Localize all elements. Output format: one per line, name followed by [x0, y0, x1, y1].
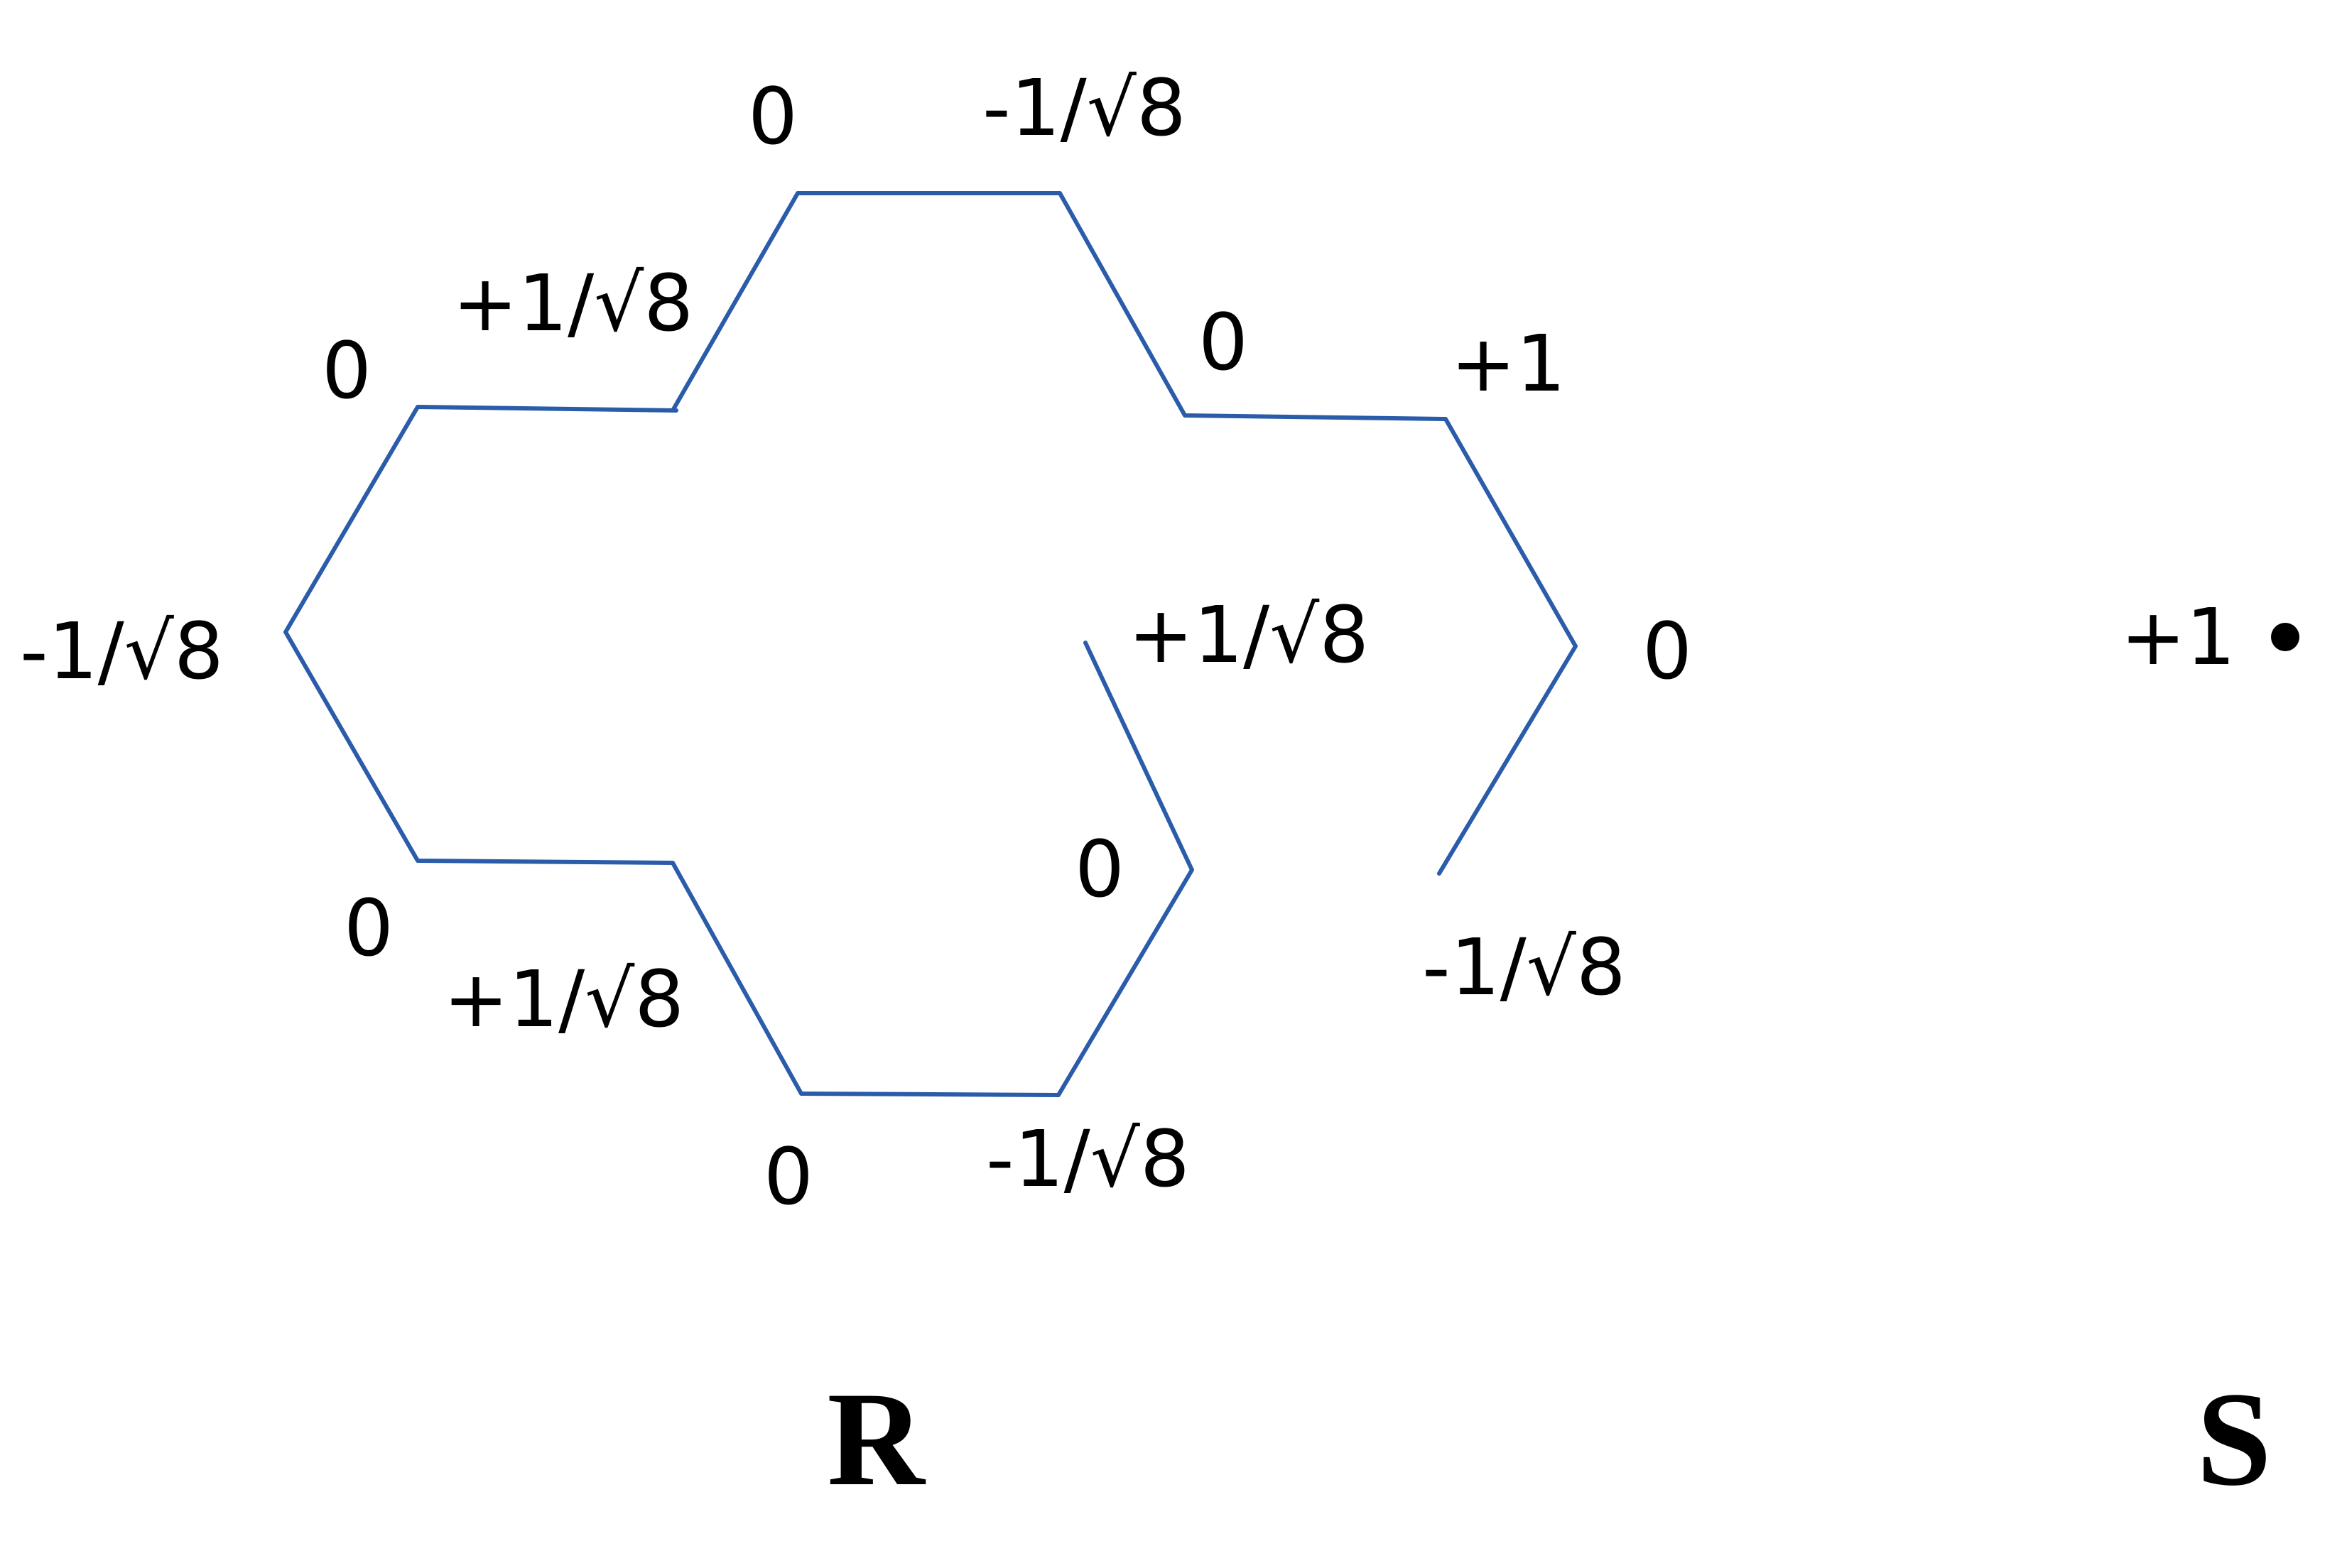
molecule-r-label: R: [827, 1365, 926, 1514]
coef-upper-right-join: 0: [1198, 297, 1248, 388]
coef-s: +1: [2120, 592, 2235, 682]
molecule-r-skeleton: [283, 191, 1578, 1097]
molecule-s-atom: [2271, 623, 2299, 651]
coef-lower-left-ring-bottom: 0: [344, 883, 394, 974]
coef-right-top: +1: [1451, 318, 1566, 409]
coef-inner-top: +1/√8: [1128, 589, 1369, 680]
coef-right-bottom: -1/√8: [1422, 922, 1626, 1013]
coef-upper-left-ring-top: 0: [322, 325, 372, 416]
molecule-r-coefficients: 0 -1/√8 0 +1/√8 -1/√8 0 +1/√8 0 -1/√8 0 …: [20, 62, 1692, 1222]
coef-bottom-left: 0: [764, 1131, 813, 1222]
coef-far-right: 0: [1642, 606, 1692, 697]
coef-inner-bottom: 0: [1075, 824, 1124, 915]
molecule-s-label: S: [2196, 1365, 2272, 1514]
coef-far-left: -1/√8: [20, 606, 224, 697]
coef-upper-left-ring-join: +1/√8: [452, 258, 693, 349]
coef-lower-left-ring-join: +1/√8: [443, 954, 684, 1045]
bond-path-main: [671, 191, 1578, 876]
coef-top-right-peak: -1/√8: [982, 62, 1186, 153]
coef-top-left-peak: 0: [748, 71, 798, 162]
coef-bottom-right: -1/√8: [986, 1114, 1190, 1204]
bond-path-upper-left: [283, 405, 1194, 1097]
